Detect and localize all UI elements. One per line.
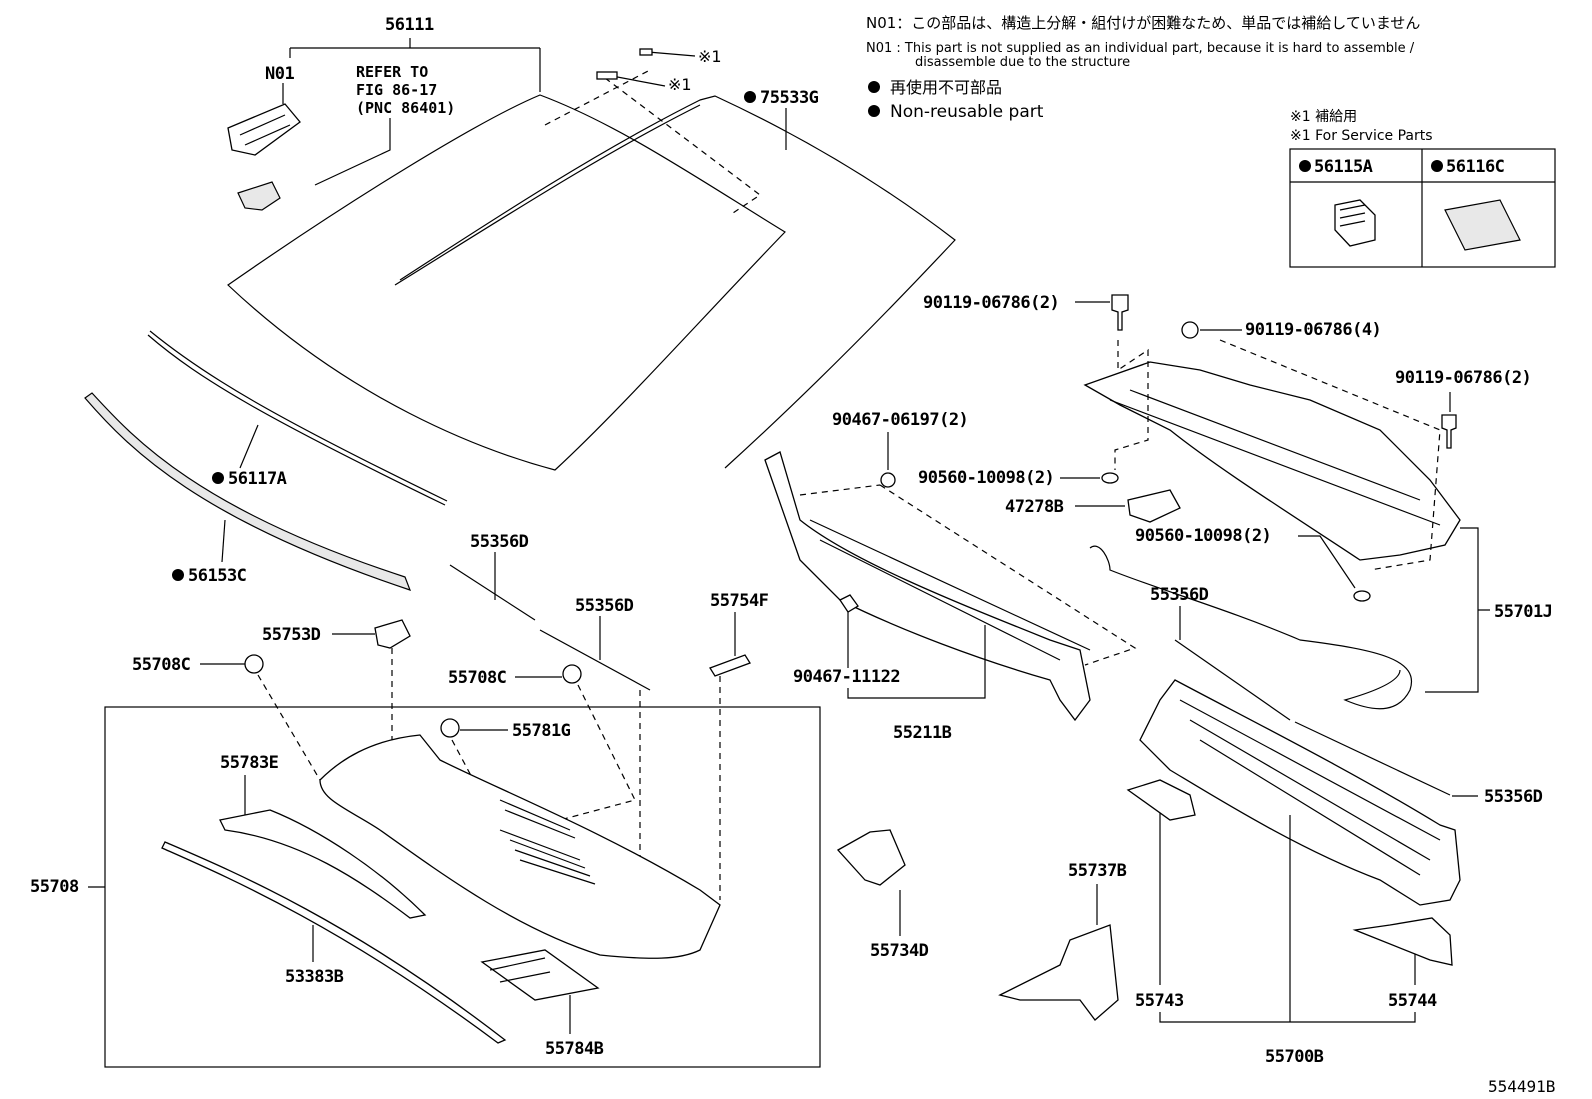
note-nonreusable-jp: 再使用不可部品 (890, 78, 1002, 97)
service-box-col2: 56116C (1446, 157, 1504, 177)
seal-55356d-right-a (1174, 639, 1291, 721)
bracket-55734d-icon (836, 829, 906, 886)
bolt-90119-c-icon (1441, 414, 1457, 449)
service-box-title-en: ※1 For Service Parts (1290, 128, 1433, 144)
label-90119-c: 90119-06786(2) (1395, 368, 1531, 388)
service-box-title-jp: ※1 補給用 (1290, 109, 1357, 125)
label-55744: 55744 (1388, 991, 1437, 1011)
pad-56116c-icon (1444, 199, 1521, 251)
clip-90467-a-icon (880, 472, 896, 488)
label-55701j: 55701J (1494, 602, 1552, 622)
label-90560-a: 90560-10098(2) (918, 468, 1054, 488)
label-75533g: 75533G (760, 88, 819, 108)
cowl-louver-55708 (319, 734, 721, 959)
molding-75533g (394, 95, 956, 469)
label-90467-b: 90467-11122 (793, 667, 900, 687)
label-55783e: 55783E (220, 753, 279, 773)
label-55708c-1: 55708C (132, 655, 190, 675)
label-55708: 55708 (30, 877, 79, 897)
side-cover-55783e (219, 809, 427, 919)
windshield-glass-56111 (227, 69, 786, 471)
seal-55356d-right-b (1294, 721, 1451, 796)
seal-55356d-left-a (449, 564, 536, 621)
dash-brace-55211b (764, 451, 1091, 722)
note-n01-en-1: N01 : This part is not supplied as an in… (866, 41, 1415, 56)
clip-55781g-icon (440, 718, 460, 738)
bracket-55744-icon (1352, 917, 1453, 966)
label-90560-b: 90560-10098(2) (1135, 526, 1271, 546)
label-55356d-4: 55356D (1484, 787, 1543, 807)
seal-55356d-left-b (539, 629, 651, 691)
bracket-47278b-icon (1127, 489, 1181, 523)
label-star1b: ※1 (668, 75, 692, 94)
bolt-90119-a-icon (1111, 294, 1129, 331)
clip-55708c-2-icon (562, 664, 582, 684)
note-nonreusable-en: Non-reusable part (890, 102, 1044, 122)
cowl-panel-55700b (1139, 679, 1461, 906)
label-90119-a: 90119-06786(2) (923, 293, 1059, 313)
bracket-55737b-icon (998, 924, 1119, 1021)
label-47278b: 47278B (1005, 497, 1064, 517)
seal-53383b (161, 841, 507, 1044)
clip-55753d-icon (374, 619, 411, 649)
bolt-90119-b-icon (1181, 321, 1199, 339)
hose-55701j (1089, 545, 1413, 710)
label-55784b: 55784B (545, 1039, 604, 1059)
mirror-bracket-icon (227, 103, 301, 156)
figure-id: 554491B (1488, 1077, 1555, 1096)
washer-90560-b-icon (1353, 590, 1371, 602)
note-n01-en-2: disassemble due to the structure (915, 55, 1130, 70)
cowl-top-55701j (1083, 361, 1461, 561)
service-part-star1-a (639, 48, 653, 56)
clip-90467-b-icon (839, 594, 859, 613)
label-90467-a: 90467-06197(2) (832, 410, 968, 430)
label-55781g: 55781G (512, 721, 571, 741)
molding-56153c (84, 392, 412, 591)
label-53383b: 53383B (285, 967, 344, 987)
washer-90560-a-icon (1101, 472, 1119, 484)
label-55734d: 55734D (870, 941, 929, 961)
bracket-55743-icon (1126, 779, 1196, 821)
service-part-star1-b (596, 71, 618, 80)
cover-55784b (480, 949, 600, 1001)
service-parts-box: ※1 補給用 ※1 For Service Parts 56115A 56116… (1289, 109, 1556, 268)
label-55737b: 55737B (1068, 861, 1127, 881)
clip-55754f-icon (709, 654, 751, 677)
label-55743: 55743 (1135, 991, 1184, 1011)
label-90119-b: 90119-06786(4) (1245, 320, 1381, 340)
label-55754f: 55754F (710, 591, 769, 611)
clip-56115a-icon (1334, 199, 1376, 247)
molding-56117a (147, 330, 448, 506)
label-star1a: ※1 (698, 47, 722, 66)
label-n01: N01 (265, 64, 294, 84)
nonreusable-bullet-jp (868, 81, 880, 93)
refer-line2: FIG 86-17 (356, 81, 437, 99)
clip-55708c-1-icon (244, 654, 264, 674)
label-55356d-2: 55356D (575, 596, 634, 616)
label-55700b: 55700B (1265, 1047, 1324, 1067)
label-56153c: 56153C (188, 566, 246, 586)
service-box-col1: 56115A (1314, 157, 1373, 177)
label-55708c-2: 55708C (448, 668, 506, 688)
sensor-cover-icon (237, 181, 281, 211)
refer-line3: (PNC 86401) (356, 99, 455, 117)
label-55211b: 55211B (893, 723, 952, 743)
label-56117a: 56117A (228, 469, 287, 489)
label-55356d-1: 55356D (470, 532, 529, 552)
nonreusable-bullet-en (868, 105, 880, 117)
note-n01-jp: N01：この部品は、構造上分解・組付けが困難なため、単品では補給していません (866, 14, 1420, 32)
label-55356d-3: 55356D (1150, 585, 1209, 605)
label-55753d: 55753D (262, 625, 321, 645)
label-56111: 56111 (385, 15, 434, 35)
refer-line1: REFER TO (356, 63, 428, 81)
